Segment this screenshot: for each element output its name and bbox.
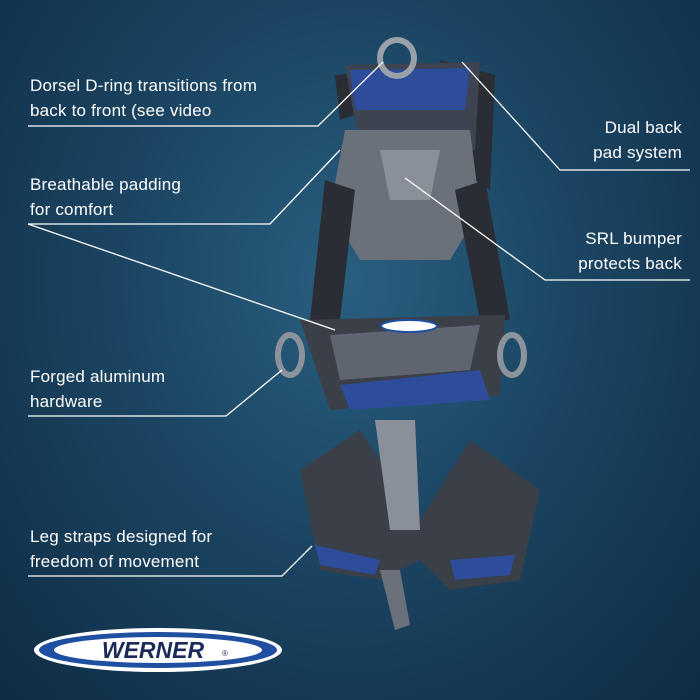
callout-text: Dorsel D-ring transitions from xyxy=(30,76,258,95)
callout-padding: Breathable padding for comfort xyxy=(30,172,181,222)
callout-text: freedom of movement xyxy=(30,552,200,571)
werner-logo: WERNER ® xyxy=(34,628,282,672)
callout-text: Leg straps designed for xyxy=(30,527,213,546)
callout-text: pad system xyxy=(593,143,682,162)
callout-text: protects back xyxy=(578,254,682,273)
callout-text: Dual back xyxy=(604,118,682,137)
callout-srl: SRL bumper protects back xyxy=(578,226,682,276)
harness xyxy=(275,37,540,630)
logo-text: WERNER xyxy=(102,637,205,663)
dorsal-d-ring xyxy=(377,37,417,79)
callout-text: back to front (see video xyxy=(30,101,212,120)
callout-text: SRL bumper xyxy=(585,229,682,248)
callout-text: for comfort xyxy=(30,200,114,219)
callout-text: Breathable padding xyxy=(30,175,182,194)
callout-backpad: Dual back pad system xyxy=(593,115,682,165)
callout-lines xyxy=(27,61,690,577)
callout-hardware: Forged aluminum hardware xyxy=(30,364,165,414)
callout-legs: Leg straps designed for freedom of movem… xyxy=(30,524,212,574)
registered-mark: ® xyxy=(222,649,228,658)
callout-text: hardware xyxy=(30,392,103,411)
callout-dring: Dorsel D-ring transitions from back to f… xyxy=(30,73,257,123)
callout-text: Forged aluminum xyxy=(30,367,166,386)
